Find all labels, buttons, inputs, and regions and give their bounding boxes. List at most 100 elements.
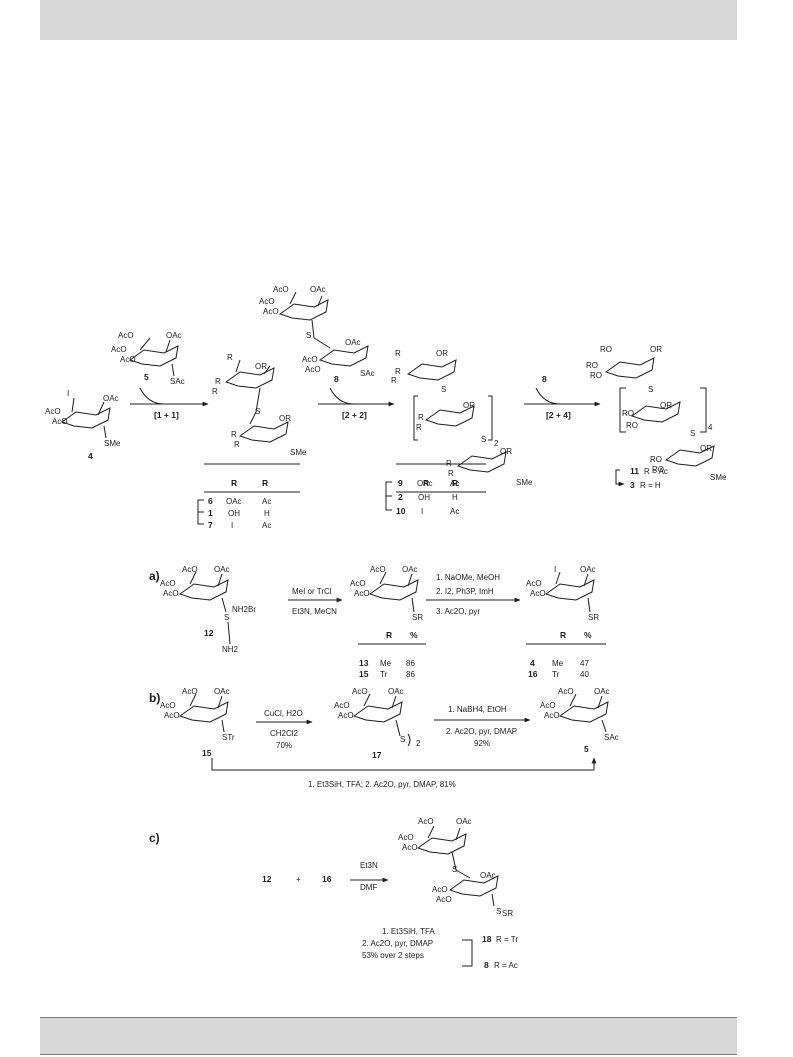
svg-text:AcO: AcO (418, 817, 434, 826)
compound-label-12: 12 (204, 628, 214, 638)
svg-text:OR: OR (500, 447, 512, 456)
group-sac: SAc (170, 377, 185, 386)
group-aco: AcO (52, 417, 68, 426)
svg-text:2: 2 (494, 439, 499, 448)
group-aco: AcO (111, 345, 127, 354)
svg-text:1. Et3SiH, TFA: 1. Et3SiH, TFA (382, 927, 435, 936)
svg-text:SMe: SMe (710, 473, 727, 482)
svg-text:OR: OR (650, 345, 662, 354)
svg-text:Tr: Tr (552, 670, 560, 679)
svg-text:S: S (481, 435, 486, 444)
octasaccharide-structure: RO OR RO RO S OR RO RO 4 S OR RO RO SMe (586, 345, 727, 482)
svg-text:92%: 92% (474, 739, 490, 748)
svg-text:86: 86 (406, 670, 415, 679)
svg-text:R = H: R = H (640, 481, 661, 490)
svg-text:2. Ac2O, pyr, DMAP: 2. Ac2O, pyr, DMAP (362, 939, 433, 948)
step-label: [2 + 2] (342, 410, 367, 420)
svg-text:RO: RO (650, 455, 662, 464)
svg-text:Ac: Ac (450, 479, 459, 488)
svg-text:10: 10 (396, 506, 406, 516)
svg-text:AcO: AcO (182, 687, 198, 696)
svg-text:R = Tr: R = Tr (496, 935, 518, 944)
svg-text:OAc: OAc (226, 497, 242, 506)
svg-text:AcO: AcO (370, 565, 386, 574)
group-r2o: R (215, 377, 221, 386)
svg-text:2. Ac2O, pyr, DMAP: 2. Ac2O, pyr, DMAP (446, 727, 517, 736)
svg-text:NH2: NH2 (222, 645, 239, 654)
group-oac: OAc (103, 394, 119, 403)
svg-text:OAc: OAc (456, 817, 472, 826)
svg-text:AcO: AcO (305, 365, 321, 374)
svg-text:AcO: AcO (164, 711, 180, 720)
svg-text:Et3N, MeCN: Et3N, MeCN (292, 607, 337, 616)
svg-text:9: 9 (398, 478, 403, 488)
svg-text:S: S (690, 429, 695, 438)
scheme-tag-a: a) (149, 569, 160, 583)
svg-text:11: 11 (630, 466, 639, 476)
step-label: [1 + 1] (154, 410, 179, 420)
compound-label-5: 5 (144, 372, 149, 382)
svg-text:Ac: Ac (450, 507, 459, 516)
svg-text:R: R (395, 367, 401, 376)
svg-text:4: 4 (708, 423, 713, 432)
svg-text:AcO: AcO (544, 711, 560, 720)
scheme-tag-c: c) (149, 831, 160, 845)
svg-text:AcO: AcO (352, 687, 368, 696)
step-label: [2 + 4] (546, 410, 571, 420)
svg-text:AcO: AcO (302, 355, 318, 364)
svg-text:R = Ac: R = Ac (494, 961, 518, 970)
svg-text:8: 8 (484, 960, 489, 970)
svg-text:H: H (264, 509, 270, 518)
svg-text:RO: RO (626, 421, 638, 430)
group-sme: SMe (290, 448, 307, 457)
svg-text:AcO: AcO (182, 565, 198, 574)
group-oac: OAc (166, 331, 182, 340)
svg-text:AcO: AcO (350, 579, 366, 588)
svg-text:+: + (296, 875, 301, 884)
group-aco: AcO (120, 355, 136, 364)
svg-text:OAc: OAc (580, 565, 596, 574)
svg-text:S: S (441, 385, 446, 394)
svg-text:%: % (410, 630, 418, 640)
disaccharide-structure: R OR R R S OR R R SMe (212, 353, 307, 457)
svg-text:16: 16 (528, 669, 538, 679)
svg-text:40: 40 (580, 670, 589, 679)
svg-text:DMF: DMF (360, 883, 377, 892)
svg-text:OR: OR (660, 401, 672, 410)
svg-text:6: 6 (208, 496, 213, 506)
compound-label-8: 8 (542, 374, 547, 384)
compound-label-15: 15 (202, 748, 212, 758)
svg-text:Et3N: Et3N (360, 861, 378, 870)
svg-text:3. Ac2O, pyr: 3. Ac2O, pyr (436, 607, 480, 616)
svg-text:%: % (584, 630, 592, 640)
svg-text:Ac: Ac (262, 521, 271, 530)
svg-text:R: R (386, 630, 392, 640)
group-or2: OR (255, 362, 267, 371)
scheme-b: b) AcO OAc AcO AcO STr 15 CuCl, H2O CH2C… (149, 687, 619, 789)
table-header-r1: R (231, 478, 237, 488)
svg-text:AcO: AcO (163, 589, 179, 598)
svg-text:Ac: Ac (262, 497, 271, 506)
svg-text:3: 3 (630, 480, 635, 490)
direct-route-conditions: 1. Et3SiH, TFA; 2. Ac2O, pyr, DMAP, 81% (308, 780, 456, 789)
svg-text:AcO: AcO (354, 589, 370, 598)
svg-text:2: 2 (398, 492, 403, 502)
svg-text:OAc: OAc (388, 687, 404, 696)
svg-text:R: R (452, 478, 458, 488)
svg-text:S: S (400, 735, 405, 744)
svg-text:OAc: OAc (402, 565, 418, 574)
svg-text:16: 16 (322, 874, 332, 884)
svg-text:12: 12 (262, 874, 272, 884)
group-sme: SMe (104, 439, 121, 448)
svg-text:RO: RO (652, 465, 664, 474)
svg-text:R: R (418, 413, 424, 422)
svg-text:1: 1 (208, 508, 213, 518)
svg-text:RO: RO (586, 361, 598, 370)
svg-text:OAc: OAc (310, 285, 326, 294)
svg-text:AcO: AcO (398, 833, 414, 842)
group-s: S (255, 407, 260, 416)
group-r2o: R (234, 440, 240, 449)
svg-text:18: 18 (482, 934, 492, 944)
svg-text:SAc: SAc (360, 369, 375, 378)
